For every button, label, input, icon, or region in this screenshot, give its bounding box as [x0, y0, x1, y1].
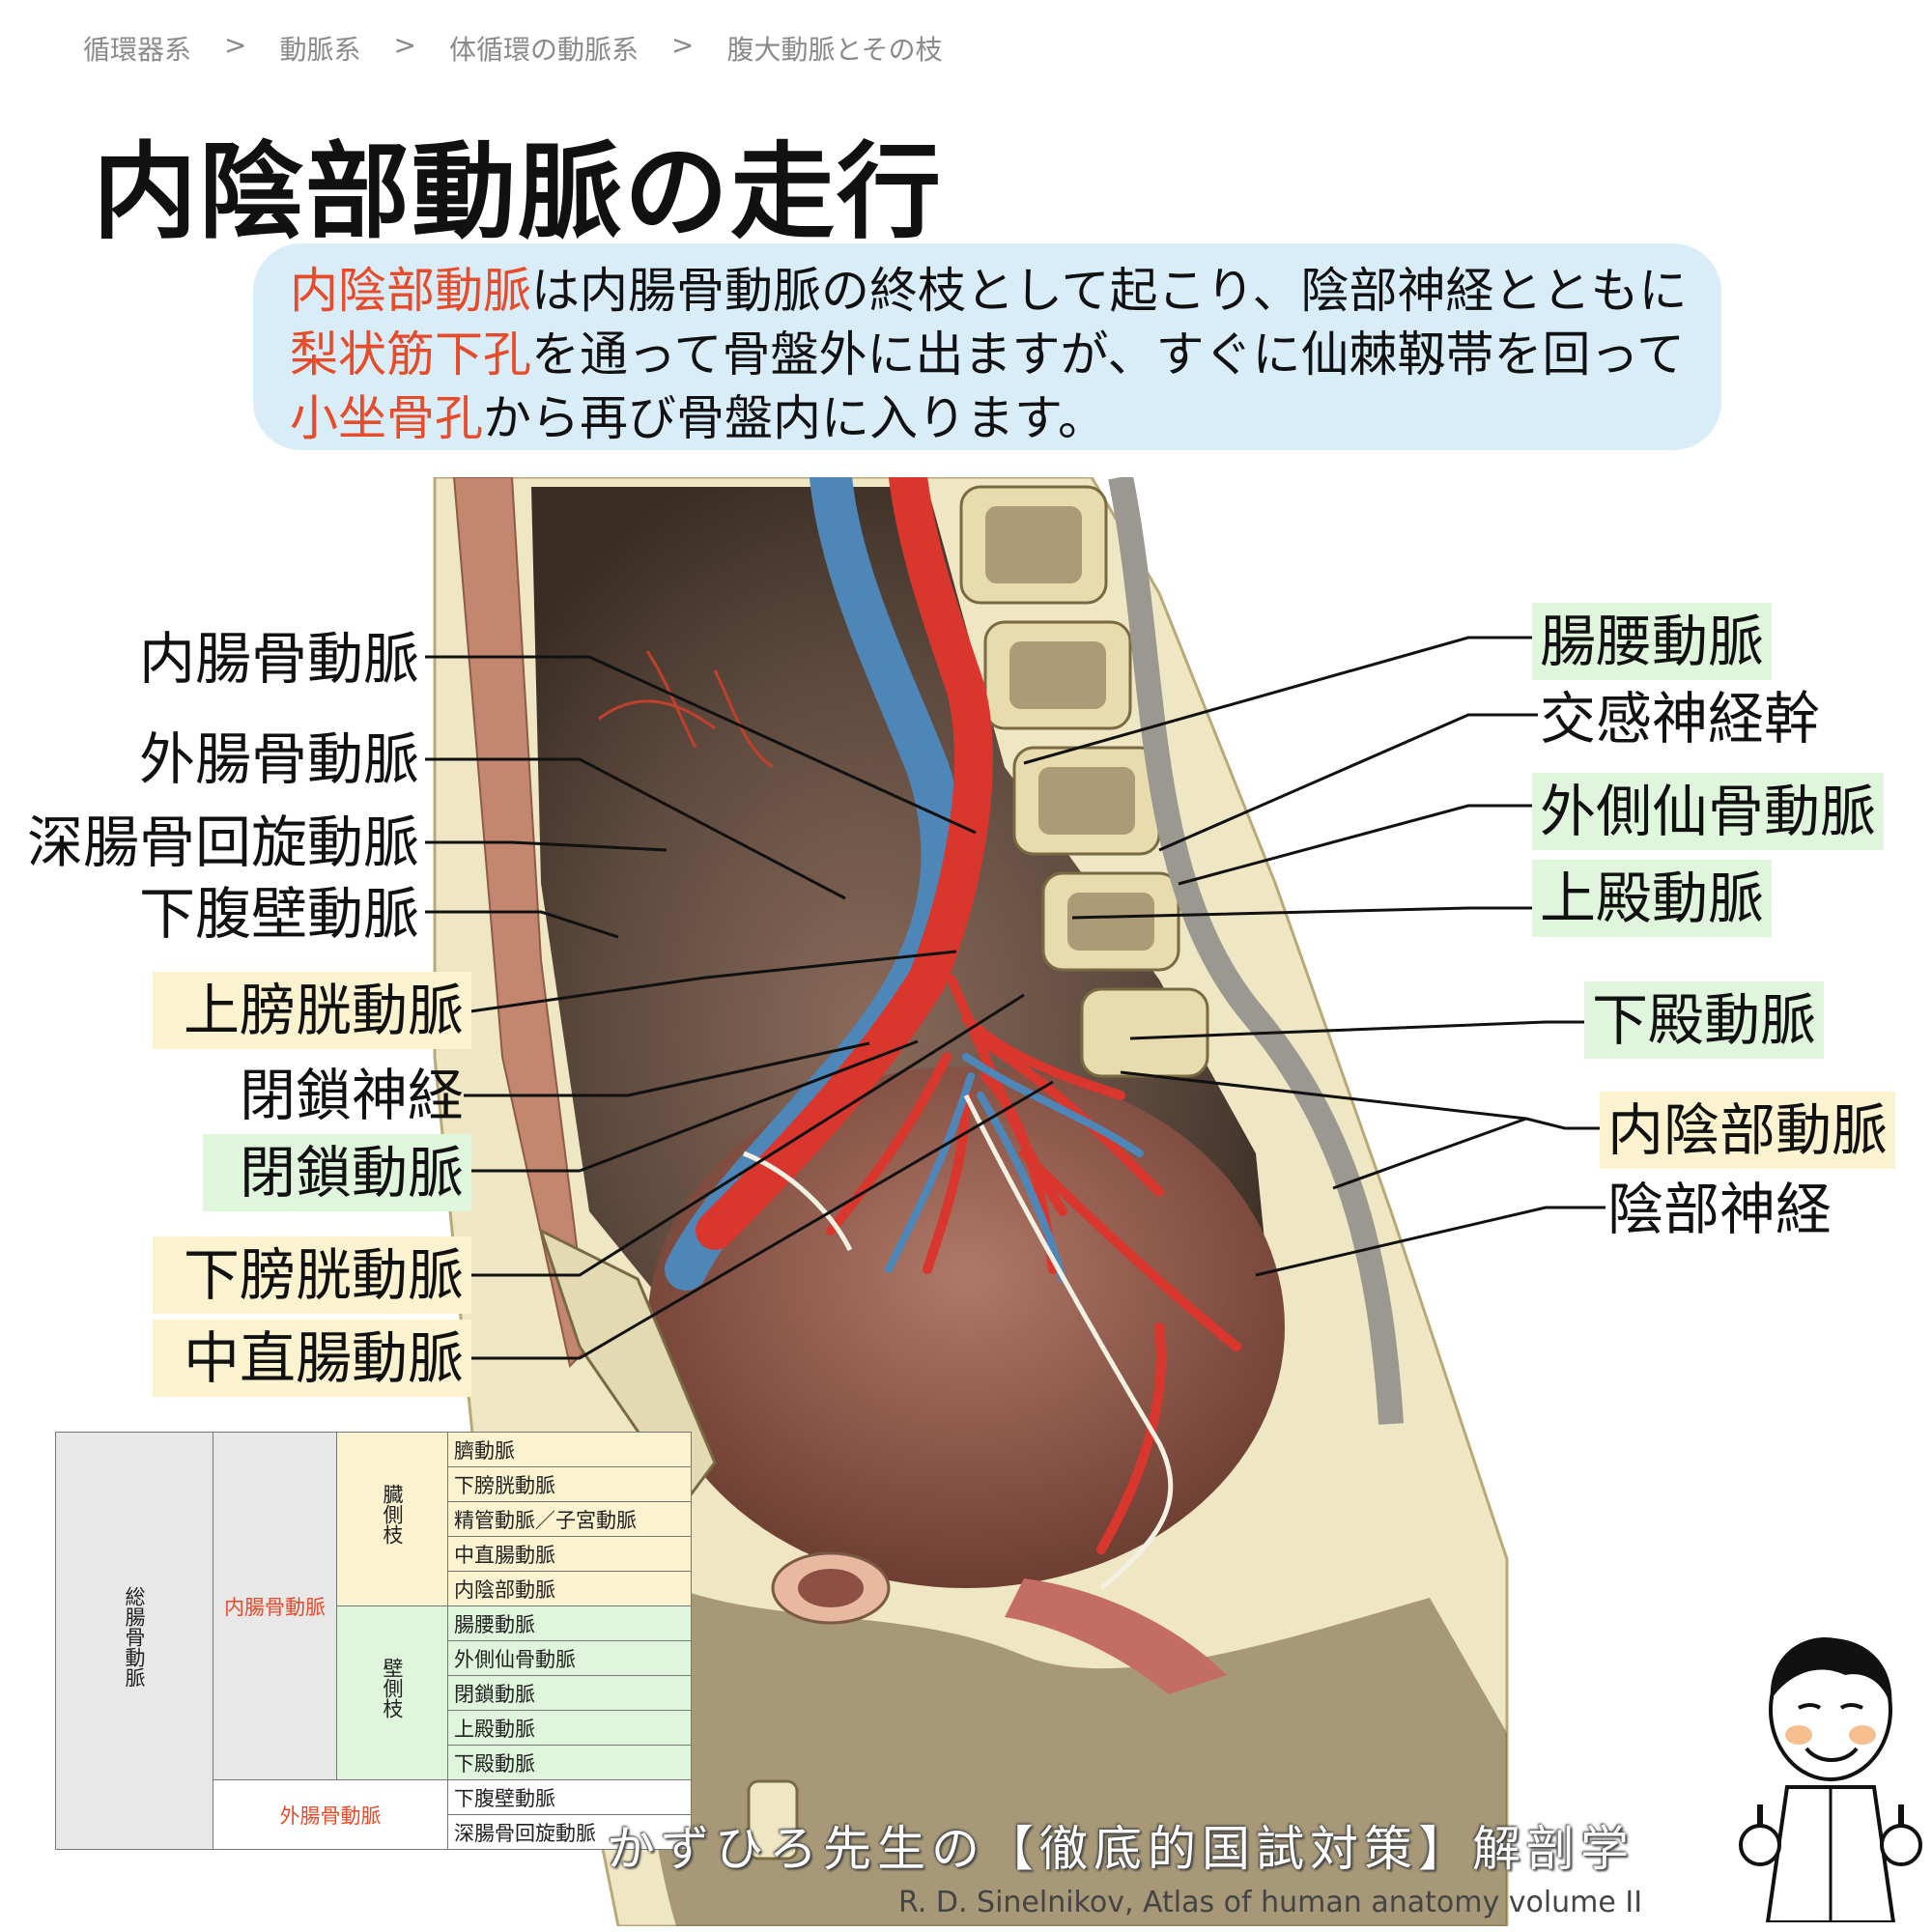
breadcrumb-separator: >: [224, 29, 247, 61]
intro-line: 小坐骨孔から再び骨盤内に入ります。: [290, 386, 1692, 450]
table-cell: 腸腰動脈: [447, 1605, 692, 1641]
image-credit: R. D. Sinelnikov, Atlas of human anatomy…: [898, 1886, 1643, 1919]
intro-text: は内腸骨動脈の終枝として起こり、陰部神経とともに: [531, 263, 1688, 319]
table-visceral-group-label: 臓側枝: [381, 1484, 404, 1545]
pelvis-illustration: [433, 477, 1509, 1926]
mascot-avatar: [1739, 1636, 1922, 1922]
label-sympathetic-trunk: 交感神経幹: [1540, 686, 1821, 752]
intro-highlight: 小坐骨孔: [290, 390, 483, 446]
intro-highlight: 梨状筋下孔: [290, 327, 531, 383]
breadcrumb-item[interactable]: 循環器系: [83, 34, 192, 66]
label-inferior-vesical-artery: 下膀胱動脈: [153, 1236, 471, 1314]
branch-table: 総腸骨動脈 内腸骨動脈 臓側枝 臍動脈 下膀胱動脈 精管動脈／子宮動脈 中直腸動…: [55, 1432, 692, 1850]
breadcrumb-separator: >: [670, 29, 695, 61]
table-cell: 精管動脈／子宮動脈: [447, 1501, 692, 1537]
intro-box: 内陰部動脈は内腸骨動脈の終枝として起こり、陰部神経とともに 梨状筋下孔を通って骨…: [253, 243, 1721, 450]
intro-line: 梨状筋下孔を通って骨盤外に出ますが、すぐに仙棘靱帯を回って: [290, 323, 1692, 386]
table-parietal-group-cell: 壁側枝: [336, 1605, 448, 1780]
intro-highlight: 内陰部動脈: [290, 263, 531, 319]
page-title: 内陰部動脈の走行: [93, 132, 944, 253]
footer-brand: かずひろ先生の【徹底的国試対策】解剖学: [607, 1821, 1634, 1877]
label-iliolumbar-artery: 腸腰動脈: [1532, 603, 1773, 680]
label-lateral-sacral-artery: 外側仙骨動脈: [1532, 773, 1885, 850]
label-external-iliac-artery: 外腸骨動脈: [138, 726, 419, 792]
table-cell: 閉鎖動脈: [447, 1675, 692, 1711]
table-external-iliac-cell: 外腸骨動脈: [213, 1779, 448, 1850]
label-internal-iliac-artery: 内腸骨動脈: [138, 626, 419, 692]
label-obturator-artery: 閉鎖動脈: [203, 1134, 471, 1211]
table-cell: 下膀胱動脈: [447, 1466, 692, 1502]
table-internal-iliac-cell: 内腸骨動脈: [213, 1432, 337, 1780]
label-inferior-gluteal-artery: 下殿動脈: [1584, 981, 1825, 1059]
breadcrumb-item[interactable]: 体循環の動脈系: [448, 34, 639, 66]
table-cell: 下殿動脈: [447, 1745, 692, 1780]
table-cell: 深腸骨回旋動脈: [447, 1814, 692, 1850]
table-cell: 内陰部動脈: [447, 1571, 692, 1606]
label-inferior-epigastric-artery: 下腹壁動脈: [138, 881, 419, 947]
label-superior-gluteal-artery: 上殿動脈: [1532, 860, 1773, 937]
intro-text: を通って骨盤外に出ますが、すぐに仙棘靱帯を回って: [531, 327, 1685, 383]
table-cell: 中直腸動脈: [447, 1536, 692, 1572]
label-pudendal-nerve: 陰部神経: [1607, 1177, 1833, 1242]
intro-line: 内陰部動脈は内腸骨動脈の終枝として起こり、陰部神経とともに: [290, 259, 1692, 323]
table-cell: 外側仙骨動脈: [447, 1640, 692, 1676]
breadcrumb: 循環器系 > 動脈系 > 体循環の動脈系 > 腹大動脈とその枝: [83, 29, 943, 68]
table-cell: 上殿動脈: [447, 1710, 692, 1746]
table-cell: 臍動脈: [447, 1432, 692, 1467]
label-internal-pudendal-artery: 内陰部動脈: [1600, 1092, 1896, 1169]
breadcrumb-item[interactable]: 動脈系: [279, 34, 361, 66]
label-middle-rectal-artery: 中直腸動脈: [153, 1320, 471, 1397]
intro-text: から再び骨盤内に入ります。: [483, 390, 1106, 446]
table-root-label: 総腸骨動脈: [123, 1586, 146, 1688]
breadcrumb-item[interactable]: 腹大動脈とその枝: [726, 34, 943, 66]
table-root-cell: 総腸骨動脈: [55, 1432, 213, 1850]
label-obturator-nerve: 閉鎖神経: [239, 1063, 464, 1128]
table-parietal-group-label: 壁側枝: [381, 1658, 404, 1719]
table-cell: 下腹壁動脈: [447, 1779, 692, 1815]
label-deep-circumflex-iliac-artery: 深腸骨回旋動脈: [26, 810, 419, 875]
label-superior-vesical-artery: 上膀胱動脈: [153, 972, 471, 1049]
table-visceral-group-cell: 臓側枝: [336, 1432, 448, 1606]
breadcrumb-separator: >: [393, 29, 416, 61]
